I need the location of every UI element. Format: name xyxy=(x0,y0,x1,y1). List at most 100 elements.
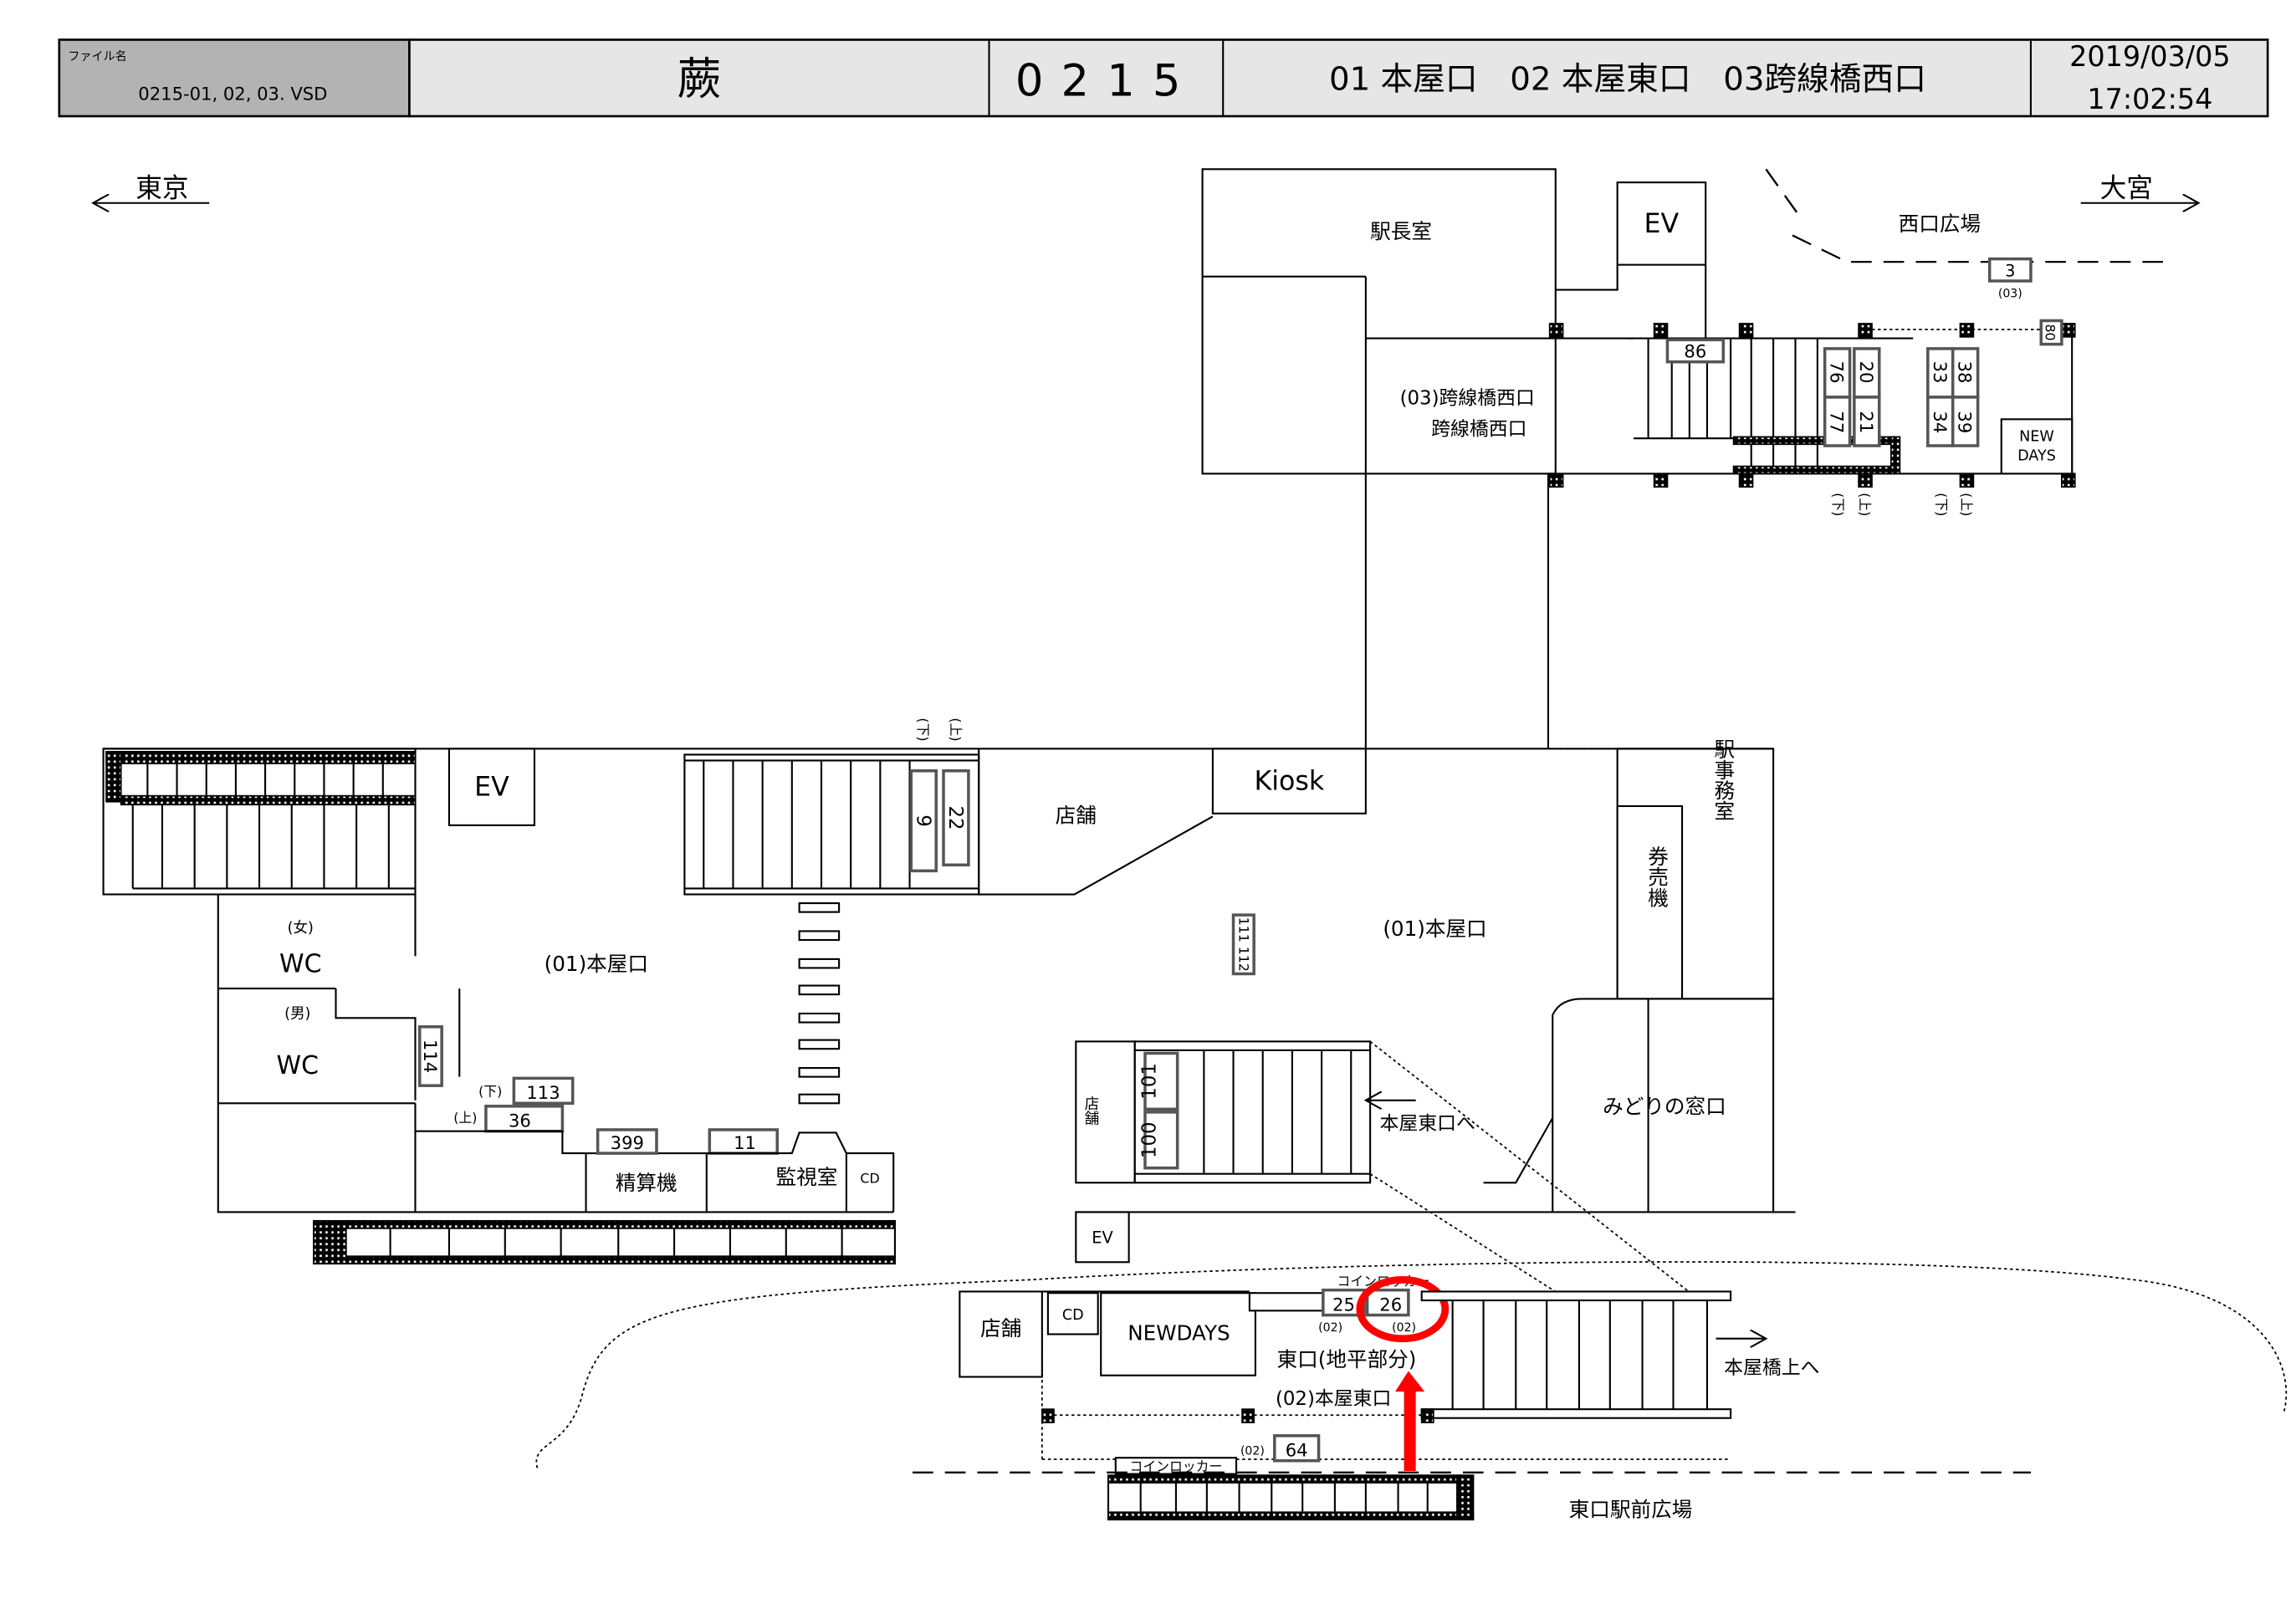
exit-tag: (02) xyxy=(1392,1321,1416,1335)
sign-86 xyxy=(1665,338,1726,364)
sign-label: 80 xyxy=(2043,324,2058,340)
wc-male: WC xyxy=(277,1051,319,1080)
sign-label: 21 xyxy=(1856,411,1877,433)
sign-label: 100 xyxy=(1138,1121,1160,1158)
male-label: (男) xyxy=(284,1005,310,1022)
east-ground-label: 東口(地平部分) xyxy=(1277,1347,1417,1371)
highlight-arrow-icon xyxy=(1395,1371,1425,1472)
sign-label: 9 xyxy=(912,815,933,827)
stairs-to-east: 101 100 xyxy=(1133,1040,1372,1184)
sign-label: 113 xyxy=(526,1082,560,1103)
wc-female: WC xyxy=(279,950,321,979)
shop-label: 店舗 xyxy=(1082,1095,1099,1125)
newdays-east xyxy=(1100,1292,1256,1376)
shop-label: 店舗 xyxy=(1056,803,1097,827)
exit-tag: (02) xyxy=(1318,1321,1342,1335)
ticket-machines xyxy=(1616,804,1684,1000)
platform-stairs-east xyxy=(1107,1474,1475,1521)
station-name: 蕨 xyxy=(678,54,722,105)
direction-right-label: 大宮 xyxy=(2100,174,2153,204)
shop-label: 店舗 xyxy=(980,1316,1021,1341)
ticket-machine-label: 券売機 xyxy=(1645,845,1670,907)
sign-label: 111 xyxy=(1236,917,1252,942)
to-east-exit-label: 本屋東口へ xyxy=(1380,1113,1475,1135)
down-label: (下) xyxy=(478,1083,502,1099)
sign-label: 26 xyxy=(1379,1294,1402,1315)
sign-label: 399 xyxy=(611,1132,644,1153)
sign-label: 39 xyxy=(1955,411,1976,433)
cd-label: CD xyxy=(860,1170,879,1186)
sign-label: 114 xyxy=(420,1039,441,1073)
exit-tag: (03) xyxy=(1998,287,2022,300)
coin-locker-label: コインロッカー xyxy=(1130,1458,1223,1474)
kiosk-label: Kiosk xyxy=(1254,767,1324,797)
up-label: (上) xyxy=(1857,493,1873,516)
up-label: (上) xyxy=(1958,493,1974,516)
print-date: 2019/03/05 xyxy=(2069,40,2231,73)
ev-label: EV xyxy=(1644,209,1680,239)
newdays-west xyxy=(2000,418,2074,475)
direction-left-label: 東京 xyxy=(136,174,188,204)
ev-west xyxy=(1616,181,1707,266)
west-section: 駅長室 EV (03)跨線橋西口 跨線橋西口 西口広場 3 (03) 80 86… xyxy=(1201,168,2164,749)
sign-label: 11 xyxy=(734,1132,756,1153)
sign-label: 36 xyxy=(509,1110,531,1131)
up-label: (上) xyxy=(948,718,964,741)
file-label: ファイル名 xyxy=(68,50,126,64)
file-name: 0215-01, 02, 03. VSD xyxy=(138,84,327,105)
platform-stairs-left xyxy=(313,1219,896,1265)
midori-window-label: みどりの窓口 xyxy=(1603,1095,1726,1119)
ev-label: EV xyxy=(474,773,509,803)
sign-label: 64 xyxy=(1286,1439,1308,1460)
print-time: 17:02:54 xyxy=(2087,83,2212,115)
west-exit-sublabel: 跨線橋西口 xyxy=(1431,419,1526,441)
station-code: 0215 xyxy=(1015,55,1199,106)
sign-label: 86 xyxy=(1684,340,1706,361)
down-label: (下) xyxy=(915,718,931,741)
monitor-room-label: 監視室 xyxy=(775,1165,837,1189)
sign-label: 20 xyxy=(1856,361,1877,384)
ev-main xyxy=(447,748,536,826)
sign-group-76-21: 76 77 20 21 xyxy=(1823,347,1881,447)
newdays-label: DAYS xyxy=(2017,448,2056,465)
sign-label: 34 xyxy=(1930,411,1951,433)
kiosk xyxy=(1211,748,1367,815)
newdays-label: NEW xyxy=(2019,429,2054,446)
sign-label: 77 xyxy=(1827,411,1848,433)
ev-east xyxy=(1075,1211,1130,1264)
station-master-room: 駅長室 xyxy=(1370,219,1432,243)
ev-label: EV xyxy=(1092,1228,1113,1247)
sign-label: 101 xyxy=(1138,1063,1160,1100)
exit-tag: (02) xyxy=(1240,1445,1265,1458)
main-exit-label: (01)本屋口 xyxy=(1383,917,1486,941)
cd-label: CD xyxy=(1062,1307,1084,1324)
direction-tokyo: 東京 xyxy=(93,174,210,204)
sign-label: 76 xyxy=(1827,361,1848,384)
to-bridge-label: 本屋橋上へ xyxy=(1724,1357,1819,1379)
newdays-label: NEWDAYS xyxy=(1128,1321,1230,1346)
sign-label: 3 xyxy=(2005,262,2015,281)
west-plaza-label: 西口広場 xyxy=(1899,212,1981,236)
file-cell xyxy=(58,38,411,118)
up-label: (上) xyxy=(453,1110,477,1126)
sign-group-33-39: 33 34 38 39 xyxy=(1926,347,1980,447)
main-exit-label: (01)本屋口 xyxy=(545,952,648,976)
west-exit-label: (03)跨線橋西口 xyxy=(1400,388,1535,410)
sign-label: 112 xyxy=(1236,947,1252,972)
sign-label: 33 xyxy=(1930,361,1951,384)
down-label: (下) xyxy=(1830,493,1846,516)
fare-adjust-label: 精算機 xyxy=(616,1171,678,1195)
sign-80 xyxy=(2039,319,2063,346)
header-bar: ファイル名 0215-01, 02, 03. VSD 蕨 0215 01 本屋口… xyxy=(58,38,2269,118)
shop-east xyxy=(959,1290,1043,1378)
fare-adjustment-machine xyxy=(585,1152,708,1213)
exit-list: 01 本屋口 02 本屋東口 03跨線橋西口 xyxy=(1329,60,1926,98)
station-office-label: 駅事務室 xyxy=(1711,738,1736,820)
female-label: (女) xyxy=(288,920,314,937)
sign-label: 22 xyxy=(944,805,966,830)
east-plaza-label: 東口駅前広場 xyxy=(1569,1498,1693,1522)
sign-label: 38 xyxy=(1955,361,1976,384)
east-section: 店舗 CD NEWDAYS 25 26 コインロッカー (02) (02) 本屋… xyxy=(535,1261,2288,1522)
stairs-east-bridge xyxy=(1420,1290,1732,1419)
